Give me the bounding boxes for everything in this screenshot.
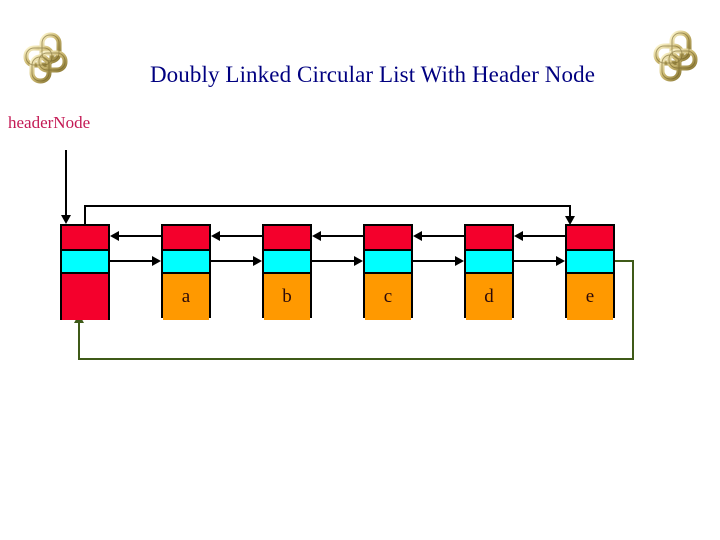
wrap-link-right — [632, 260, 634, 360]
header-pointer-arrowhead — [61, 215, 71, 224]
prev-link-d-arrowhead — [413, 231, 422, 241]
node-d-prev-field — [466, 226, 512, 251]
node-d[interactable]: d — [464, 224, 514, 320]
next-link-c-arrowhead — [455, 256, 464, 266]
prev-link-a-to-header — [112, 235, 175, 237]
prev-link-c-arrowhead — [312, 231, 321, 241]
node-c-next-field — [365, 251, 411, 274]
next-link-c-to-d — [399, 260, 461, 262]
prev-link-c-to-b — [314, 235, 377, 237]
header-node-label: headerNode — [8, 113, 91, 132]
node-c[interactable]: c — [363, 224, 413, 320]
header-prev-link-up — [84, 205, 86, 227]
node-header-data-field — [62, 274, 108, 320]
header-prev-link-arrowhead — [565, 216, 575, 225]
node-e-prev-field — [567, 226, 613, 251]
next-link-d-to-e — [500, 260, 562, 262]
node-header-prev-field — [62, 226, 108, 251]
node-d-next-field — [466, 251, 512, 274]
next-link-header-arrowhead — [152, 256, 161, 266]
next-link-a-to-b — [197, 260, 259, 262]
prev-link-e-to-d — [516, 235, 579, 237]
next-link-header-to-a — [96, 260, 158, 262]
slide-title: Doubly Linked Circular List With Header … — [149, 62, 596, 87]
node-c-prev-field — [365, 226, 411, 251]
node-e-next-field — [567, 251, 613, 274]
next-link-a-arrowhead — [253, 256, 262, 266]
next-link-b-arrowhead — [354, 256, 363, 266]
prev-link-b-arrowhead — [211, 231, 220, 241]
node-d-data-field: d — [466, 274, 512, 320]
node-c-data-field: c — [365, 274, 411, 320]
node-b-next-field — [264, 251, 310, 274]
header-pointer-shaft — [65, 150, 67, 216]
next-link-d-arrowhead — [556, 256, 565, 266]
header-prev-link-across — [84, 205, 571, 207]
node-a[interactable]: a — [161, 224, 211, 320]
prev-link-a-arrowhead — [110, 231, 119, 241]
next-link-b-to-c — [298, 260, 360, 262]
node-a-next-field — [163, 251, 209, 274]
node-e-data-field: e — [567, 274, 613, 320]
node-b-prev-field — [264, 226, 310, 251]
node-a-data-field: a — [163, 274, 209, 320]
chain-knot-icon — [18, 26, 80, 88]
node-header[interactable] — [60, 224, 110, 320]
prev-link-d-to-c — [415, 235, 478, 237]
wrap-link-bottom — [78, 358, 634, 360]
chain-knot-icon — [648, 24, 710, 86]
prev-link-b-to-a — [213, 235, 276, 237]
header-prev-link-down — [569, 205, 571, 219]
prev-link-e-arrowhead — [514, 231, 523, 241]
node-header-next-field — [62, 251, 108, 274]
node-b[interactable]: b — [262, 224, 312, 320]
node-b-data-field: b — [264, 274, 310, 320]
wrap-link-left — [78, 322, 80, 360]
node-e[interactable]: e — [565, 224, 615, 320]
node-a-prev-field — [163, 226, 209, 251]
